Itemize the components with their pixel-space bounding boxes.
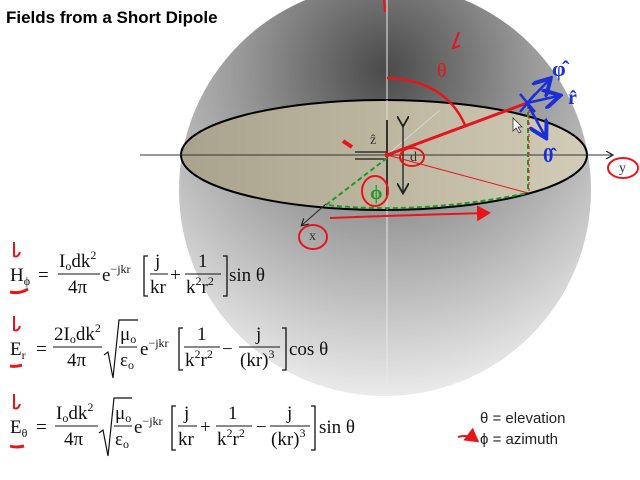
eq1-numerator: Iodk2 bbox=[59, 248, 96, 273]
eq3-mu: μo bbox=[115, 403, 131, 425]
eq2-mu: μo bbox=[120, 324, 136, 346]
eq3-sqrt bbox=[98, 397, 132, 457]
projected-radius bbox=[386, 154, 529, 194]
slide-title: Fields from a Short Dipole bbox=[6, 8, 218, 27]
eq3-eps: εo bbox=[115, 429, 129, 451]
theta-angle-label: θ bbox=[437, 60, 447, 82]
eq2-denominator: 4π bbox=[67, 350, 87, 371]
r-hat-label: r̂ bbox=[568, 87, 577, 109]
x-axis bbox=[302, 203, 327, 225]
eq3-denominator: 4π bbox=[64, 429, 84, 450]
eq3-term2-num: 1 bbox=[228, 403, 238, 424]
unit-vectors bbox=[519, 80, 558, 136]
eq1-term1-den: kr bbox=[150, 277, 167, 298]
eq1-brackets bbox=[143, 255, 228, 297]
theta-arc bbox=[386, 76, 467, 126]
eq1-equals: = bbox=[38, 265, 49, 286]
eq2-term1-num: 1 bbox=[197, 324, 207, 345]
eq2-sqrt bbox=[103, 319, 138, 379]
equation-e-theta: Eθ = Iodk2 4π μo εo e−jkr j kr + 1 k2r2 … bbox=[10, 397, 355, 457]
x-axis-label: x bbox=[309, 229, 316, 244]
eq2-term1-den: k2r2 bbox=[185, 347, 213, 371]
eq1-term2-num: 1 bbox=[198, 251, 208, 272]
eq3-sin-theta: sin θ bbox=[319, 417, 355, 438]
eq3-term2-den: k2r2 bbox=[217, 426, 245, 450]
legend-azimuth: ϕ = azimuth bbox=[480, 431, 558, 448]
eq1-exponential: e−jkr bbox=[102, 262, 131, 286]
eq2-exponential: e−jkr bbox=[140, 336, 169, 360]
azimuth-arrow-icon bbox=[457, 427, 480, 443]
equation-h-phi: Hϕ = Iodk2 4π e−jkr j kr + 1 k2r2 sin θ bbox=[10, 248, 265, 298]
azimuth-projection bbox=[323, 157, 529, 210]
eq2-lhs: Er bbox=[10, 339, 26, 362]
eq3-term3-num: j bbox=[286, 403, 292, 424]
eq3-numerator: Iodk2 bbox=[56, 400, 93, 425]
eq3-term3-den: (kr)3 bbox=[271, 426, 305, 450]
eq2-equals: = bbox=[36, 339, 47, 360]
eq1-term1-num: j bbox=[154, 251, 160, 272]
y-axis-label: y bbox=[619, 161, 626, 176]
eq1-lhs: Hϕ bbox=[10, 265, 30, 288]
eq2-cos-theta: cos θ bbox=[289, 339, 328, 360]
eq1-op1: + bbox=[170, 265, 181, 286]
mouse-cursor-icon bbox=[512, 117, 523, 134]
eq1-sin-theta: sin θ bbox=[229, 265, 265, 286]
eq2-numerator: 2Iodk2 bbox=[54, 321, 101, 346]
eq2-term2-den: (kr)3 bbox=[240, 347, 274, 371]
eq3-term1-num: j bbox=[183, 403, 189, 424]
eq2-eps: εo bbox=[120, 350, 134, 372]
r-vector bbox=[386, 101, 528, 157]
eq2-op1: − bbox=[222, 339, 233, 360]
eq3-exponential: e−jkr bbox=[134, 414, 163, 438]
eq1-term2-den: k2r2 bbox=[186, 274, 214, 298]
equation-e-r: Er = 2Iodk2 4π μo εo e−jkr 1 k2r2 − j (k… bbox=[10, 319, 328, 379]
ink-annotations bbox=[9, 0, 639, 449]
eq3-op2: − bbox=[256, 417, 267, 438]
legend-elevation: θ = elevation bbox=[480, 410, 565, 427]
origin-point bbox=[384, 152, 390, 158]
eq1-denominator: 4π bbox=[68, 277, 88, 298]
eq3-lhs: Eθ bbox=[10, 417, 28, 440]
eq3-term1-den: kr bbox=[178, 429, 195, 450]
eq3-op1: + bbox=[200, 417, 211, 438]
z-hat-label: ẑ bbox=[370, 133, 376, 148]
eq2-term2-num: j bbox=[255, 324, 261, 345]
phi-hat-label: φ̂ bbox=[552, 56, 570, 81]
d-label: d bbox=[410, 150, 417, 165]
diagonal-guide bbox=[386, 109, 441, 156]
phi-angle-label: ϕ bbox=[370, 182, 382, 204]
eq3-equals: = bbox=[36, 417, 47, 438]
